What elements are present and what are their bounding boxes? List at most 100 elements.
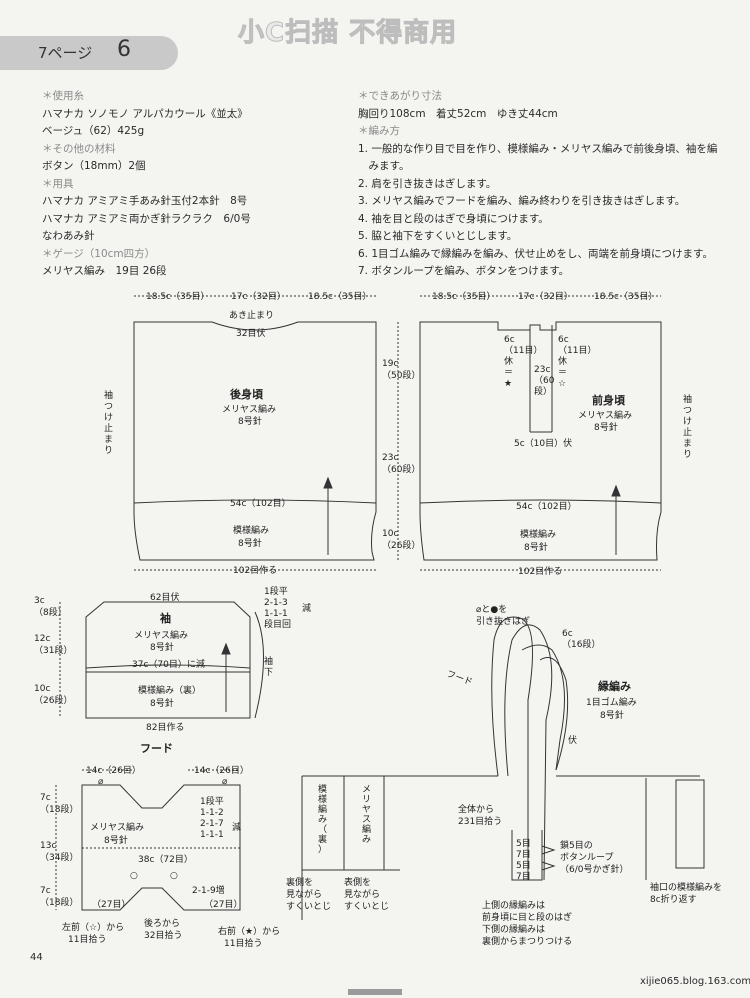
page-tab-number: 6 [117, 37, 131, 62]
finished-size: 胸回り108cm 着丈52cm ゆき丈44cm [358, 107, 558, 120]
sleeve-stitch: メリヤス編み [134, 629, 188, 641]
sleeve-needle: 8号針 [150, 641, 174, 653]
seam-label-char: 模 [318, 784, 327, 795]
cuff-note-line: 8c折り返す [650, 893, 697, 905]
hood-label: フード [140, 742, 173, 755]
method-step: 6. 1目ゴム編みで縁編みを編み、伏せ止めをし、両端を前身頃につけます。 [358, 247, 713, 260]
front-placket-line: 23c [534, 365, 550, 375]
loop-note-line: （6/0号かぎ針） [560, 863, 629, 875]
seam-note-line: 裏側を [286, 876, 313, 888]
edge-title: 縁編み [598, 679, 631, 693]
back-needle: 8号針 [238, 415, 262, 427]
front-bottom-stitch: 模様編み [520, 528, 556, 540]
hood-o-mark-right: ○ [170, 871, 178, 881]
hood-mark-left: ⌀ [98, 777, 104, 787]
seam-note-line: 見ながら [344, 888, 380, 900]
sleeve-underarm-char: 袖 [264, 655, 273, 667]
sleeve-side-dim: （31段） [34, 644, 72, 656]
back-dim-mid: 17c（32目） [231, 291, 286, 302]
front-dim-right: 18.5c（35目） [594, 291, 657, 302]
sleeve-title: 袖 [160, 611, 171, 625]
back-sleeve-mark-char: 止 [104, 422, 113, 434]
front-cast-on: 102目作る [518, 565, 562, 577]
material-line: ベージュ（62）425g [42, 125, 145, 137]
back-sleeve-mark-char: ま [104, 434, 113, 445]
loop-note-line: ボタンループ [560, 852, 613, 863]
hood-side-dim: 7c [40, 793, 51, 803]
front-placket-line: （60 [534, 375, 555, 386]
sleeve-shaping-line: 1-1-1 [264, 609, 288, 619]
hood-side-dim: （18段） [40, 896, 78, 908]
sleeve-side-dims: 3c（8段）12c（31段）10c（26段） [34, 596, 72, 706]
front-width: 54c（102目） [516, 501, 577, 512]
method-step: 7. ボタンループを編み、ボタンをつけます。 [358, 265, 570, 277]
hood-piece [55, 769, 241, 911]
seam-label-char: リ [362, 795, 371, 805]
material-line: ボタン（18mm）2個 [42, 160, 146, 172]
sleeve-underarm: 袖下 [264, 655, 273, 678]
row-count: 5目 [516, 860, 531, 871]
back-dim-right: 18.5c（35目） [308, 291, 371, 302]
front-sleeve-mark-char: ま [683, 438, 692, 449]
hood-pick-left: 11目拾う [68, 933, 106, 945]
seam-label-char: 様 [318, 793, 327, 805]
back-body-labels: 18.5c（35目） 17c（32目） 18.5c（35目） あき止まり 32目… [104, 291, 371, 576]
front-right-shoulder-line: 6c [558, 335, 569, 345]
row-count: 7目 [516, 849, 531, 860]
seam-labels: 模様編み（裏）メリヤス編み [318, 784, 371, 855]
join-note: ⌀と●を引き抜きはぎ [476, 604, 530, 627]
hood-side-dim: （34段） [40, 851, 78, 863]
edge-note-line: 前身頃に目と段のはぎ [482, 911, 572, 923]
seam-label-char: ヤ [362, 805, 371, 815]
sleeve-piece [59, 601, 264, 719]
sleeve-side-dim: 10c [34, 684, 50, 694]
material-line: ハマナカ ソノモノ アルパカウール《並太》 [42, 107, 248, 120]
seam-note-line: 見ながら [286, 888, 322, 900]
front-dim-left: 18.5c（35目） [432, 291, 495, 302]
back-stitch: メリヤス編み [222, 403, 276, 415]
hood-labels: フード 14c（26目） 14c（26目） ⌀ ⌀ メリヤス編み 8号針 38c… [40, 742, 280, 949]
join-note-line: ⌀と●を [476, 604, 507, 615]
front-left-shoulder-line: ★ [504, 379, 512, 389]
page-tab [0, 36, 178, 70]
seam-label-char: メ [362, 785, 371, 795]
material-line: なわあみ針 [42, 230, 95, 242]
hood-shaping-bottom: 2-1-9増 [192, 884, 225, 896]
hood-pick-mid: 後ろから [144, 917, 180, 929]
hood-pick-right: 右前（★）から [218, 925, 280, 937]
front-right-shoulder-line: ＝ [558, 368, 567, 378]
method-step: 2. 肩を引き抜きはぎします。 [358, 177, 497, 190]
back-neck-bind: 32目伏 [236, 327, 265, 339]
hood-pick-right: 11目拾う [224, 937, 262, 949]
body-side-dim: 19c [382, 359, 398, 369]
seam-label-char: 編 [318, 803, 327, 815]
seam-label-char: 裏 [318, 833, 327, 845]
edge-bind: 伏 [568, 734, 577, 746]
hood-mark-right: ⌀ [222, 777, 228, 787]
sleeve-bottom-needle: 8号針 [150, 697, 174, 709]
hood-pick-mid: 32目拾う [144, 929, 182, 941]
edge-width: 6c（16段） [562, 629, 600, 650]
footer-mark [348, 989, 402, 995]
front-right-shoulder-line: （11目） [558, 345, 596, 356]
sleeve-decrease-note: 37c（70目）に減 [132, 658, 205, 670]
front-body-labels: 18.5c（35目） 17c（32目） 18.5c（35目） 6c（11目）休＝… [432, 291, 692, 577]
hood-stitch: メリヤス編み [90, 821, 144, 833]
loop-note-line: 鎖5目の [560, 839, 593, 851]
hood-o-mark-left: ○ [130, 871, 138, 881]
back-bottom-stitch: 模様編み [233, 524, 269, 536]
front-right-shoulder-line: 休 [558, 355, 567, 367]
edge-width-line: （16段） [562, 638, 600, 650]
method-steps: 1. 一般的な作り目で目を作り、模様編み・メリヤス編みで前後身頃、袖を編 みます… [358, 141, 717, 281]
hood-side-label: フード [445, 669, 474, 688]
material-line: ＊ゲージ（10cm四方） [42, 247, 156, 260]
hood-side-dim: 7c [40, 886, 51, 896]
hood-dim-left: 14c（26目） [86, 765, 141, 776]
body-side-dim: （26段） [382, 539, 420, 551]
